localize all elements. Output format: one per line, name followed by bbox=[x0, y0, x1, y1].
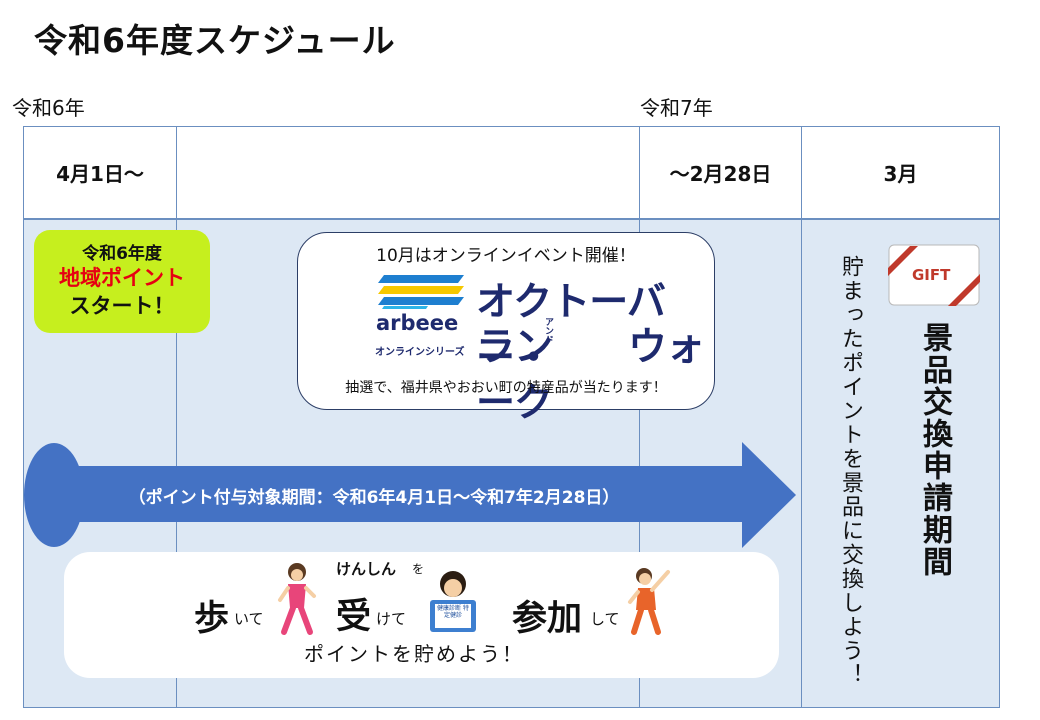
point-start-box: 令和6年度 地域ポイント スタート！ bbox=[34, 230, 210, 333]
walking-woman-icon bbox=[278, 563, 316, 635]
start-box-line3: スタート！ bbox=[69, 293, 175, 318]
period-arrow-text: （ポイント付与対象期間：令和6年4月1日～令和7年2月28日） bbox=[128, 488, 620, 508]
start-box-line2: 地域ポイント bbox=[59, 266, 185, 291]
kenshin-wo-text: を bbox=[412, 562, 425, 576]
arbeee-stripes-icon bbox=[378, 275, 464, 309]
exchange-vertical-text: 貯まったポイントを景品に交換しよう！ bbox=[838, 255, 863, 687]
column-header-middle bbox=[177, 127, 639, 218]
earn-points-footer: ポイントを貯めよう！ bbox=[304, 642, 524, 666]
walk-big-text: 歩 bbox=[194, 599, 230, 639]
year-end-label: 令和7年 bbox=[640, 96, 713, 120]
walk-small-text: いて bbox=[234, 610, 264, 628]
event-footer: 抽選で、福井県やおおい町の特産品が当たります！ bbox=[345, 380, 667, 396]
header-row bbox=[24, 127, 999, 219]
kenshin-text: けんしん bbox=[336, 560, 397, 578]
year-start-label: 令和6年 bbox=[12, 96, 85, 120]
receive-small-text: けて bbox=[376, 610, 407, 628]
column-header-march: 3月 bbox=[883, 162, 918, 186]
event-header: 10月はオンラインイベント開催！ bbox=[376, 246, 636, 266]
gift-label: GIFT bbox=[912, 266, 951, 284]
column-header-end: ～2月28日 bbox=[669, 162, 772, 186]
exchange-period-text: 景品交換申請期間 bbox=[917, 322, 952, 578]
book-label-text: 健康診断 特定健診 bbox=[437, 605, 469, 619]
arbeee-logo-text: arbeee bbox=[376, 311, 459, 335]
october-logo-line2: ラン ウォーク bbox=[476, 325, 705, 426]
schedule-grid bbox=[23, 126, 1000, 708]
october-logo-line1: オクトーバー・ bbox=[476, 280, 666, 381]
column-header-start: 4月1日～ bbox=[56, 162, 144, 186]
health-checkup-person-icon bbox=[430, 571, 476, 632]
arbeee-series-text: オンラインシリーズ bbox=[375, 347, 465, 358]
period-arrow bbox=[24, 442, 796, 548]
start-box-line1: 令和6年度 bbox=[82, 244, 162, 265]
column-divider-2 bbox=[639, 127, 640, 707]
header-divider bbox=[24, 218, 999, 220]
column-divider-3 bbox=[801, 127, 802, 707]
gift-card-icon: GIFT bbox=[888, 244, 980, 306]
earn-points-box: 歩 いて けんしん を 受 けて 健康診断 特定健診 参加 して ポイントを貯め… bbox=[64, 552, 779, 678]
join-big-text: 参加 bbox=[512, 599, 583, 639]
join-small-text: して bbox=[590, 610, 620, 628]
online-event-box: 10月はオンラインイベント開催！ arbeee オンラインシリーズ オクトーバー… bbox=[297, 232, 715, 426]
page-title: 令和6年度スケジュール bbox=[34, 21, 396, 60]
exercising-woman-icon bbox=[628, 568, 670, 635]
october-logo-and: アンド bbox=[543, 317, 553, 344]
receive-big-text: 受 bbox=[336, 597, 372, 637]
column-divider-1 bbox=[176, 127, 177, 707]
